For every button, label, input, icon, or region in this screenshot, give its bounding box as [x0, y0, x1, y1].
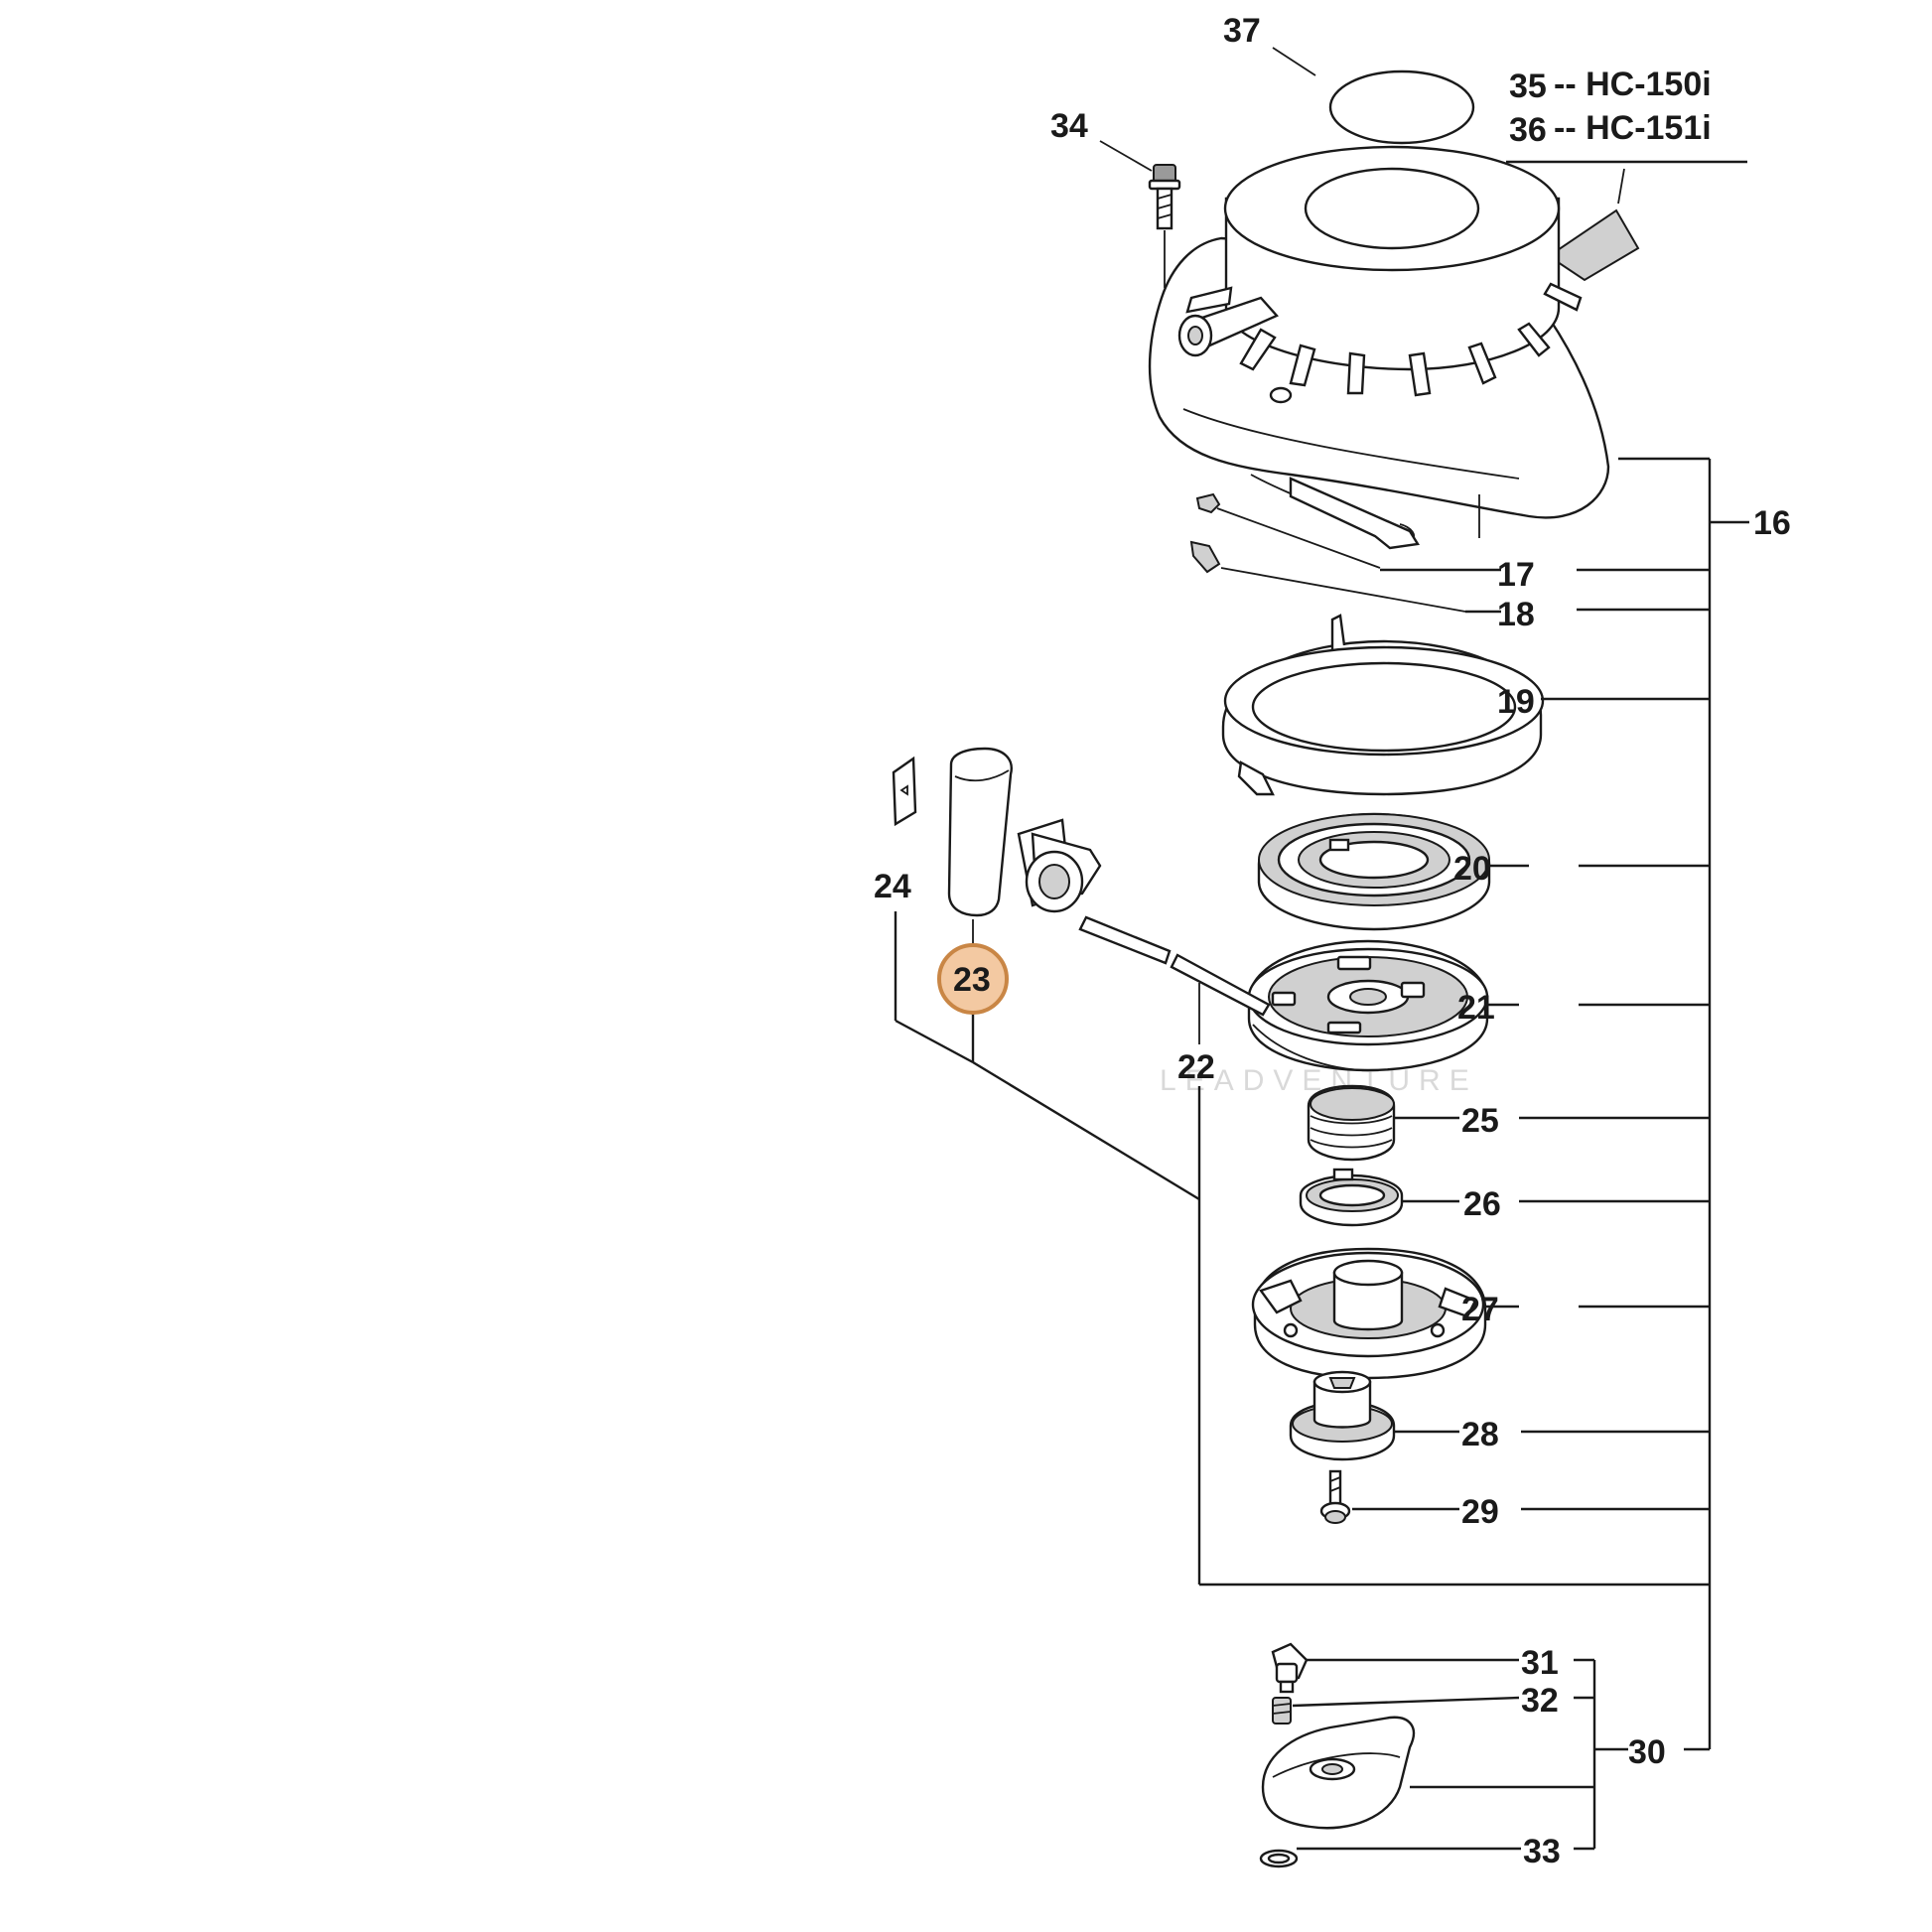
callout-30[interactable]: 30 [1628, 1733, 1666, 1771]
callout-22[interactable]: 22 [1177, 1048, 1215, 1086]
model-name-hc-150i: -- HC-150i [1554, 66, 1712, 103]
callout-20[interactable]: 20 [1453, 850, 1491, 888]
model-label-sticker[interactable] [1547, 208, 1640, 282]
callout-33[interactable]: 33 [1523, 1833, 1561, 1870]
callout-28[interactable]: 28 [1461, 1416, 1499, 1453]
part-28-drive-cup[interactable] [1289, 1370, 1396, 1461]
part-23-starter-handle[interactable] [947, 747, 1102, 948]
part-22-starter-rope[interactable] [1078, 915, 1271, 1044]
callout-23[interactable]: 23 [953, 961, 991, 999]
callout-24[interactable]: 24 [874, 868, 911, 905]
part-16-starter-case[interactable] [1148, 145, 1610, 550]
part-34-screw[interactable] [1099, 140, 1181, 288]
callout-18[interactable]: 18 [1497, 596, 1535, 633]
callout-19[interactable]: 19 [1497, 683, 1535, 721]
callout-34[interactable]: 34 [1050, 107, 1088, 145]
callout-21[interactable]: 21 [1457, 989, 1495, 1027]
watermark: LEADVENTURE [1160, 1064, 1478, 1097]
part-33-circlip[interactable] [1259, 1849, 1299, 1868]
part-20-recoil-spring[interactable] [1257, 812, 1491, 931]
model-legend: 35 -- HC-150i 36 -- HC-151i [1506, 66, 1747, 205]
part-26-ratchet-spring[interactable] [1299, 1168, 1404, 1227]
part-29-bolt[interactable] [1319, 1469, 1351, 1524]
callout-27[interactable]: 27 [1461, 1291, 1499, 1328]
part-24-handle-insert[interactable] [892, 756, 917, 827]
leader-lines [894, 457, 1749, 1851]
callout-31[interactable]: 31 [1521, 1644, 1559, 1682]
model-number-36: 36 [1509, 111, 1547, 149]
callout-16[interactable]: 16 [1753, 504, 1791, 542]
part-25-spring[interactable] [1307, 1084, 1396, 1162]
callout-labels: 37 34 16 17 18 19 20 21 22 24 25 26 27 2… [874, 12, 1791, 1870]
callout-37[interactable]: 37 [1223, 12, 1261, 50]
part-31-cap[interactable] [1271, 1642, 1309, 1694]
callout-17[interactable]: 17 [1497, 556, 1535, 594]
callout-29[interactable]: 29 [1461, 1493, 1499, 1531]
callout-23-highlight[interactable]: 23 [937, 943, 1009, 1015]
model-name-hc-151i: -- HC-151i [1554, 109, 1712, 147]
part-19-guide-ring[interactable] [1221, 614, 1545, 796]
part-17-spring[interactable] [1195, 492, 1381, 569]
callout-25[interactable]: 25 [1461, 1102, 1499, 1140]
part-37-ring[interactable] [1272, 47, 1475, 145]
part-27-ratchet[interactable] [1251, 1247, 1487, 1380]
callout-26[interactable]: 26 [1463, 1185, 1501, 1223]
part-21-reel[interactable] [1247, 939, 1489, 1072]
part-30-lower-cover[interactable] [1261, 1716, 1416, 1830]
model-number-35: 35 [1509, 68, 1547, 105]
model-legend-leader [1617, 168, 1625, 205]
part-18-pawl[interactable] [1189, 540, 1466, 613]
part-32-nozzle[interactable] [1272, 1697, 1292, 1725]
callout-32[interactable]: 32 [1521, 1682, 1559, 1720]
